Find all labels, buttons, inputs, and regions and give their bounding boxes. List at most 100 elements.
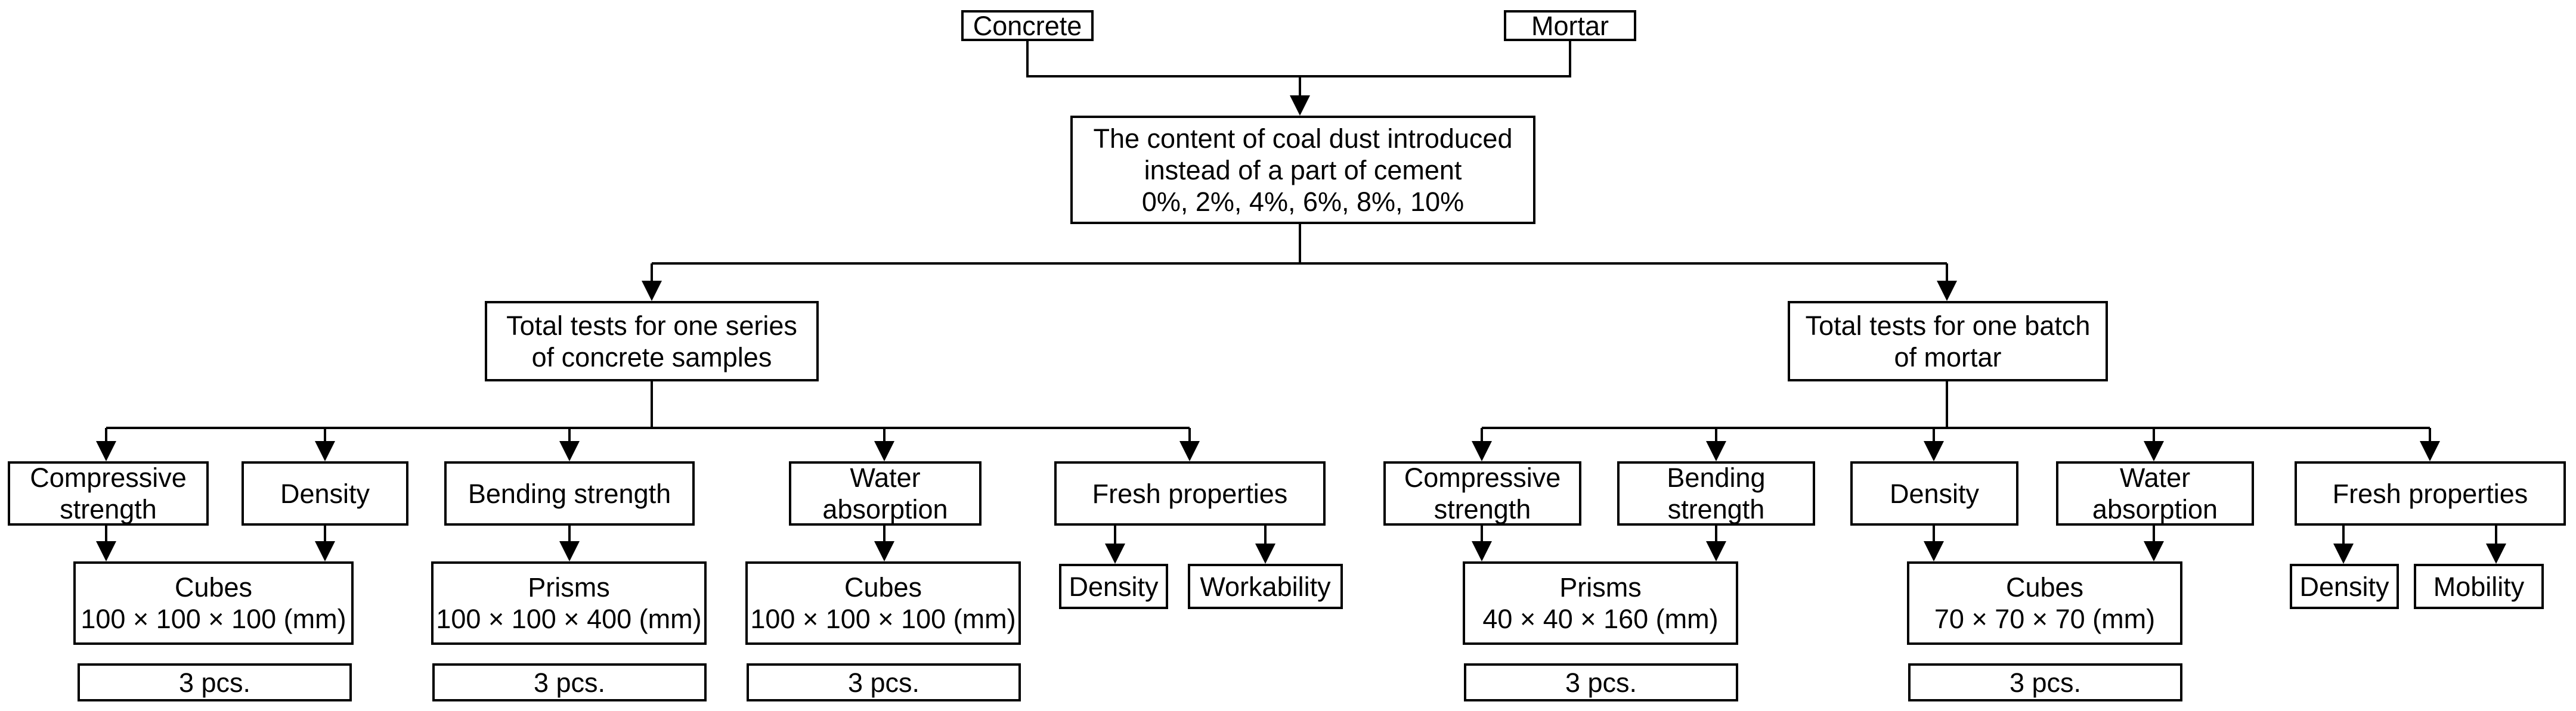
arrowhead-icon (96, 541, 116, 561)
label-line: Mobility (2433, 571, 2525, 602)
label-line: 3 pcs. (1565, 667, 1637, 698)
mortar-total-line-1: Total tests for one batch (1805, 310, 2091, 341)
arrowheads (96, 95, 2506, 564)
label-line: 100 × 100 × 100 (mm) (750, 604, 1016, 634)
mortar-label: Mortar (1531, 10, 1609, 41)
label-line: Bending strength (467, 478, 671, 509)
arrowhead-icon (2333, 544, 2354, 564)
concrete-water-quantity-node: 3 pcs. (747, 663, 1021, 701)
arrowhead-icon (1472, 441, 1492, 461)
label-line: Density (2299, 571, 2389, 602)
concrete-bending-strength-node: Bending strength (444, 461, 695, 526)
label-line: 3 pcs. (847, 667, 920, 698)
concrete-density-node: Density (242, 461, 408, 526)
label-line: strength (1667, 494, 1765, 524)
arrowhead-icon (2420, 441, 2440, 461)
arrowhead-icon (1290, 95, 1310, 116)
concrete-label: Concrete (973, 10, 1082, 41)
label-line: Fresh properties (1092, 478, 1288, 509)
label-line: absorption (822, 494, 948, 524)
mortar-water-absorption-node: Water absorption (2056, 461, 2254, 526)
concrete-water-cubes-node: Cubes 100 × 100 × 100 (mm) (745, 561, 1021, 645)
connector-line (652, 224, 1947, 265)
concrete-fresh-density-node: Density (1059, 564, 1168, 609)
label-line: 3 pcs. (533, 667, 606, 698)
content-line-2: instead of a part of cement (1144, 154, 1462, 185)
mortar-total-tests-node: Total tests for one batch of mortar (1788, 301, 2108, 381)
concrete-total-tests-node: Total tests for one series of concrete s… (485, 301, 819, 381)
concrete-compressive-strength-node: Compressive strength (8, 461, 209, 526)
mortar-compressive-strength-node: Compressive strength (1383, 461, 1581, 526)
mortar-prisms-quantity-node: 3 pcs. (1464, 663, 1738, 701)
arrowhead-icon (315, 541, 335, 561)
mortar-mobility-node: Mobility (2414, 564, 2544, 609)
connector-lines (105, 41, 2497, 546)
label-line: strength (60, 494, 157, 524)
mortar-bending-strength-node: Bending strength (1617, 461, 1815, 526)
concrete-workability-node: Workability (1188, 564, 1343, 609)
mortar-fresh-properties-node: Fresh properties (2295, 461, 2566, 526)
arrowhead-icon (559, 441, 580, 461)
mortar-total-line-2: of mortar (1894, 341, 2002, 372)
arrowhead-icon (1924, 541, 1944, 561)
label-line: 100 × 100 × 400 (mm) (436, 604, 702, 634)
mortar-node: Mortar (1504, 10, 1636, 41)
arrowhead-icon (642, 281, 662, 301)
label-line: 70 × 70 × 70 (mm) (1934, 604, 2156, 634)
label-line: Cubes (174, 572, 253, 603)
coal-dust-content-node: The content of coal dust introduced inst… (1070, 116, 1535, 224)
arrowhead-icon (1179, 441, 1200, 461)
label-line: Fresh properties (2332, 478, 2528, 509)
arrowhead-icon (96, 441, 116, 461)
arrowhead-icon (1937, 281, 1957, 301)
mortar-density-node: Density (1850, 461, 2018, 526)
label-line: Compressive (30, 462, 187, 493)
concrete-cubes-node: Cubes 100 × 100 × 100 (mm) (73, 561, 354, 645)
arrowhead-icon (1472, 541, 1492, 561)
label-line: 3 pcs. (2009, 667, 2082, 698)
label-line: Density (1889, 478, 1980, 509)
arrowhead-icon (559, 541, 580, 561)
mortar-prisms-node: Prisms 40 × 40 × 160 (mm) (1463, 561, 1738, 645)
arrowhead-icon (1924, 441, 1944, 461)
label-line: Density (1069, 571, 1159, 602)
label-line: Cubes (844, 572, 922, 603)
arrowhead-icon (2144, 541, 2164, 561)
arrowhead-icon (2486, 544, 2506, 564)
concrete-prisms-node: Prisms 100 × 100 × 400 (mm) (431, 561, 707, 645)
content-line-3: 0%, 2%, 4%, 6%, 8%, 10% (1141, 186, 1465, 217)
connector-line (1482, 381, 2430, 429)
label-line: Workability (1200, 571, 1331, 602)
arrowhead-icon (1255, 544, 1275, 564)
connector-line (1026, 41, 1571, 77)
concrete-total-line-1: Total tests for one series (506, 310, 797, 341)
label-line: 100 × 100 × 100 (mm) (80, 604, 346, 634)
concrete-water-absorption-node: Water absorption (789, 461, 982, 526)
concrete-cubes-quantity-node: 3 pcs. (78, 663, 352, 701)
label-line: Prisms (528, 572, 610, 603)
arrowhead-icon (1706, 541, 1726, 561)
label-line: absorption (2092, 494, 2218, 524)
concrete-fresh-properties-node: Fresh properties (1054, 461, 1326, 526)
arrowhead-icon (2144, 441, 2164, 461)
label-line: Prisms (1559, 572, 1642, 603)
arrowhead-icon (1706, 441, 1726, 461)
arrowhead-icon (874, 541, 894, 561)
label-line: Water (2119, 462, 2191, 493)
concrete-total-line-2: of concrete samples (531, 341, 772, 372)
label-line: Cubes (2005, 572, 2084, 603)
arrowhead-icon (874, 441, 894, 461)
label-line: Water (850, 462, 921, 493)
arrowhead-icon (1105, 544, 1125, 564)
mortar-fresh-density-node: Density (2290, 564, 2399, 609)
concrete-prisms-quantity-node: 3 pcs. (432, 663, 707, 701)
arrowhead-icon (315, 441, 335, 461)
label-line: strength (1433, 494, 1531, 524)
content-line-1: The content of coal dust introduced (1093, 123, 1513, 154)
label-line: Bending (1667, 462, 1766, 493)
mortar-cubes-node: Cubes 70 × 70 × 70 (mm) (1907, 561, 2182, 645)
label-line: Density (280, 478, 370, 509)
label-line: 40 × 40 × 160 (mm) (1482, 604, 1719, 634)
label-line: 3 pcs. (178, 667, 251, 698)
concrete-node: Concrete (961, 10, 1094, 41)
